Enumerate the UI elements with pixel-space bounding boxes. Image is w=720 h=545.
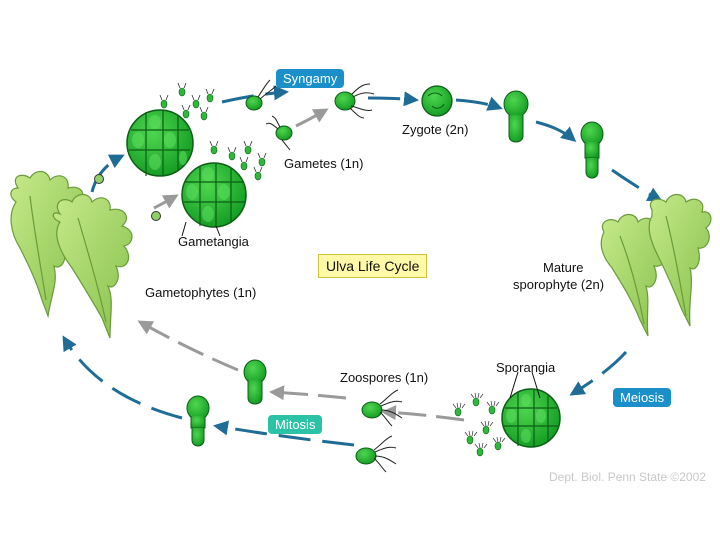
gametophyte-thallus [10, 170, 133, 339]
gametes-pointer [281, 139, 291, 151]
gamete-swarm-upper [159, 82, 215, 121]
arrow-to-gametangia [90, 154, 125, 193]
gametes-label: Gametes (1n) [284, 156, 364, 171]
arrow-to-mature-sporophyte [611, 168, 663, 202]
germling-lower [186, 395, 210, 447]
mature-sporophyte-label-line1: Mature [543, 260, 584, 275]
gray-arrow-germling [269, 385, 347, 401]
zoospore-swarm [452, 392, 506, 457]
sporangia-pointer-left [509, 371, 519, 399]
gametangia-pointer-left [181, 221, 187, 237]
arrow-gametes-to-syngamy [221, 85, 289, 104]
gamete-large-upper [245, 79, 277, 111]
zoospore-large-upper [361, 389, 403, 427]
sporangium-cluster [501, 388, 561, 448]
gamete-swarm-lower [209, 140, 267, 181]
gametangia-pointer-right [215, 225, 221, 237]
gray-arrow-zoospores [381, 405, 465, 422]
gamete-large-lower [265, 115, 293, 141]
outer-cycle-arrows [62, 85, 663, 447]
gametophytes-label: Gametophytes (1n) [145, 285, 257, 300]
meiosis-label: Meiosis [613, 388, 672, 407]
sporangia-label: Sporangia [496, 360, 556, 375]
mature-sporophyte-label-line2: sporophyte (2n) [513, 277, 605, 292]
inner-cycle-arrows [137, 108, 465, 422]
gray-arrow-gametes [295, 108, 329, 128]
arrow-embryo-to-young-sporophyte [535, 120, 577, 142]
copyright-credit: Dept. Biol. Penn State ©2002 [549, 470, 706, 484]
syngamy-label: Syngamy [276, 69, 345, 88]
zygote-cell [421, 85, 453, 117]
embryo-stage-2 [580, 121, 604, 179]
gametangium-cluster-lower [181, 162, 247, 228]
gametangium-bud-top [94, 174, 104, 184]
arrow-syngamy-to-zygote [367, 91, 419, 107]
embryo-stage-1 [503, 90, 529, 143]
gametangia-label: Gametangia [178, 234, 249, 249]
arrow-sporophyte-to-sporangia [569, 350, 628, 396]
zygote-label: Zygote (2n) [402, 122, 469, 137]
mature-sporophyte-thallus [600, 193, 712, 337]
germling-upper [243, 359, 267, 405]
diagram-title: Ulva Life Cycle [318, 254, 428, 278]
sporangia-pointer-right [531, 371, 541, 399]
arrow-germling-to-gametophyte [62, 335, 183, 420]
zoospores-label: Zoospores (1n) [340, 370, 429, 385]
gray-arrow-gametangia [153, 194, 179, 210]
arrow-zygote-to-embryo [455, 96, 503, 111]
gametangium-bud-bottom [151, 211, 161, 221]
arrow-zoospore-to-germling [213, 420, 355, 447]
gray-arrow-to-gametophyte [137, 320, 239, 372]
zoospore-large-lower [355, 435, 397, 473]
syngamy-fusing-cells [334, 83, 375, 119]
mitosis-label: Mitosis [268, 415, 323, 434]
gametangium-cluster-upper [126, 109, 194, 177]
